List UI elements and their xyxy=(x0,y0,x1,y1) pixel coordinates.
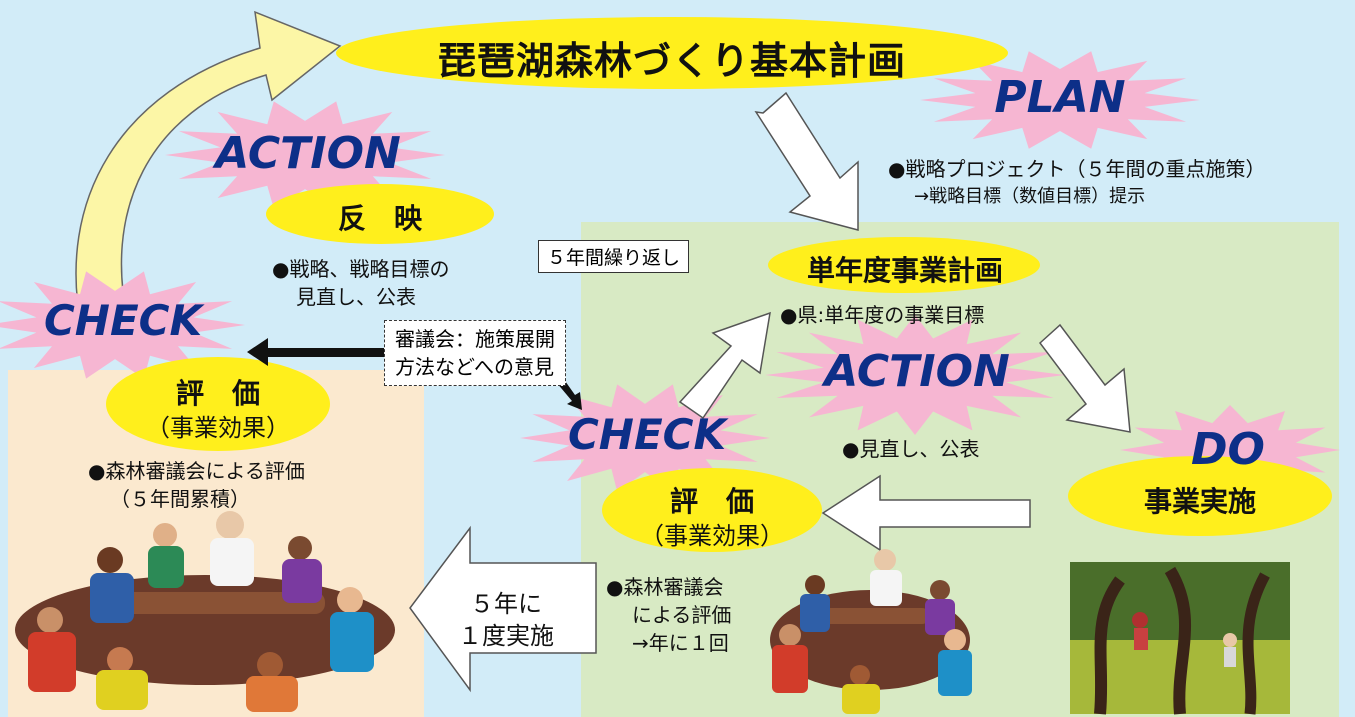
action-top-burst xyxy=(165,101,445,209)
council-box: 審議会：施策展開 方法などへの意見 xyxy=(384,320,566,386)
arrow-five-year xyxy=(409,525,597,693)
evaluate-mid-text1: 評 価 xyxy=(669,485,754,518)
do-label: DO xyxy=(1191,424,1265,475)
action-mid-burst xyxy=(765,315,1065,435)
single-year-oval xyxy=(768,237,1040,293)
evaluate-left-text1: 評 価 xyxy=(175,377,260,410)
check-left-label: CHECK xyxy=(43,296,203,345)
meeting-illustration-mid xyxy=(770,549,972,714)
arrow-check-to-single xyxy=(678,311,771,420)
plan-burst xyxy=(920,51,1200,149)
five-year-line1: ５年に xyxy=(470,590,542,618)
evaluate-mid-oval xyxy=(602,468,822,552)
meeting-illustration-left xyxy=(15,511,395,712)
do-oval xyxy=(1068,456,1332,536)
five-year-line2: １度実施 xyxy=(458,622,554,650)
check-left-bullet1: ●森林審議会による評価 xyxy=(88,459,305,483)
council-line1: 審議会：施策展開 xyxy=(395,327,555,351)
evaluate-left-text2: （事業効果） xyxy=(146,414,290,442)
do-text: 事業実施 xyxy=(1143,485,1256,518)
forest-illustration xyxy=(1070,562,1290,715)
check-left-burst xyxy=(0,271,245,379)
action-top-label: ACTION xyxy=(215,128,401,179)
action-top-bullet2: 見直し、公表 xyxy=(296,285,416,309)
flow-arrows xyxy=(409,91,1131,693)
action-mid-label: ACTION xyxy=(824,346,1010,397)
single-year-text: 単年度事業計画 xyxy=(806,254,1003,287)
reflect-oval xyxy=(266,184,494,244)
single-year-bullet: ●県:単年度の事業目標 xyxy=(780,303,985,327)
check-left-bullet2: （５年間累積） xyxy=(110,487,250,511)
title-text: 琵琶湖森林づくり基本計画 xyxy=(437,39,906,83)
arrow-plan-to-single xyxy=(754,91,859,231)
arrow-council-to-left xyxy=(247,338,385,366)
check-mid-bullet2: による評価 xyxy=(632,603,732,627)
action-mid-bullet: ●見直し、公表 xyxy=(842,437,980,461)
loop-arrow xyxy=(75,10,342,331)
arrow-do-to-check xyxy=(821,474,1031,552)
plan-bullet: ●戦略プロジェクト（５年間の重点施策） xyxy=(888,157,1266,181)
evaluate-mid-text2: （事業効果） xyxy=(640,522,784,550)
title-oval xyxy=(336,17,1008,89)
arrow-council-to-mid xyxy=(556,378,582,410)
check-mid-bullet1: ●森林審議会 xyxy=(606,575,724,599)
evaluate-left-oval xyxy=(106,357,330,451)
check-mid-label: CHECK xyxy=(567,410,727,459)
check-mid-bullet3: →年に１回 xyxy=(632,631,729,655)
plan-label: PLAN xyxy=(994,72,1126,123)
reflect-text: 反 映 xyxy=(337,202,422,235)
arrow-single-to-do xyxy=(1038,323,1131,433)
council-line2: 方法などへの意見 xyxy=(395,355,554,379)
do-burst xyxy=(1120,405,1340,495)
repeat-box: ５年間繰り返し xyxy=(538,240,690,273)
action-top-bullet1: ●戦略、戦略目標の xyxy=(272,257,450,281)
plan-sub: →戦略目標（数値目標）提示 xyxy=(914,186,1146,207)
